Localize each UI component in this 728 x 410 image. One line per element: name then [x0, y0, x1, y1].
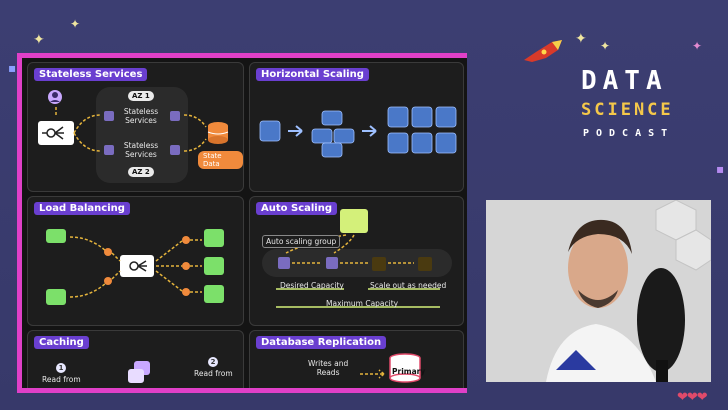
auto-scaling-group-label: Auto scaling group — [262, 235, 341, 248]
arrow-icon — [360, 369, 385, 379]
scale-out-label: Scale out as needed — [370, 281, 447, 290]
logo-data: DATA — [581, 66, 668, 96]
star-icon: ▪ — [716, 162, 725, 176]
database-icon — [207, 122, 229, 144]
cache-icon — [128, 361, 150, 383]
star-icon: ▪ — [8, 61, 17, 75]
panel-load-balancing: Load Balancing — [27, 196, 244, 326]
rocket-icon — [524, 40, 562, 62]
panel-title: Load Balancing — [34, 202, 130, 215]
star-icon: ✦ — [600, 39, 611, 53]
slide: Stateless Services AZ 1 AZ 2 Stateless S… — [22, 58, 467, 388]
chip-icon — [170, 111, 180, 121]
caching-read-label: Read from — [42, 375, 81, 384]
load-balancing-diagram — [46, 229, 224, 305]
star-icon: ✦ — [692, 39, 703, 53]
star-icon: ✦ — [70, 17, 81, 31]
panel-title: Database Replication — [256, 336, 387, 349]
writes-reads-label: Writes and Reads — [308, 359, 349, 377]
load-balancer-icon — [38, 121, 74, 145]
chip-icon — [104, 111, 114, 121]
service-label: Stateless Services — [123, 141, 159, 159]
primary-label: Primary — [392, 367, 426, 376]
server-icon — [259, 106, 457, 158]
chip-icon — [104, 145, 114, 155]
panel-auto-scaling: Auto Scaling Auto scaling group Desired … — [249, 196, 464, 326]
desired-capacity-label: Desired Capacity — [280, 281, 344, 290]
service-label: Stateless Services — [123, 107, 159, 125]
maximum-capacity-label: Maximum Capacity — [326, 299, 399, 308]
logo-science: SCIENCE — [581, 100, 674, 120]
connector-arrows — [55, 107, 207, 155]
auto-scaling-diagram — [262, 209, 452, 308]
az1-badge: AZ 1 — [128, 91, 154, 101]
panel-title: Caching — [34, 336, 89, 349]
heart-icon: ❤❤❤ — [677, 390, 708, 405]
step-1-badge: 1 — [56, 363, 66, 373]
webcam-feed — [486, 200, 711, 382]
panel-database-replication: Database Replication Writes and Reads Pr… — [249, 330, 464, 388]
panel-stateless-services: Stateless Services AZ 1 AZ 2 Stateless S… — [27, 62, 244, 192]
user-icon — [48, 90, 62, 104]
panel-title: Stateless Services — [34, 68, 148, 81]
database-icon — [389, 353, 421, 383]
step-2-badge: 2 — [208, 357, 218, 367]
presenter-image — [486, 200, 711, 382]
caching-read-label: Read from — [194, 369, 233, 378]
state-data-badge: State Data — [198, 151, 243, 169]
panel-horizontal-scaling: Horizontal Scaling — [249, 62, 464, 192]
chip-icon — [170, 145, 180, 155]
panel-caching: Caching 1 Read from 2 Read from — [27, 330, 244, 388]
panel-title: Horizontal Scaling — [256, 68, 369, 81]
az2-badge: AZ 2 — [128, 167, 154, 177]
star-icon: ✦ — [575, 31, 587, 47]
star-icon: ✦ — [33, 32, 45, 48]
logo-podcast: PODCAST — [583, 128, 675, 139]
panel-title: Auto Scaling — [256, 202, 338, 215]
